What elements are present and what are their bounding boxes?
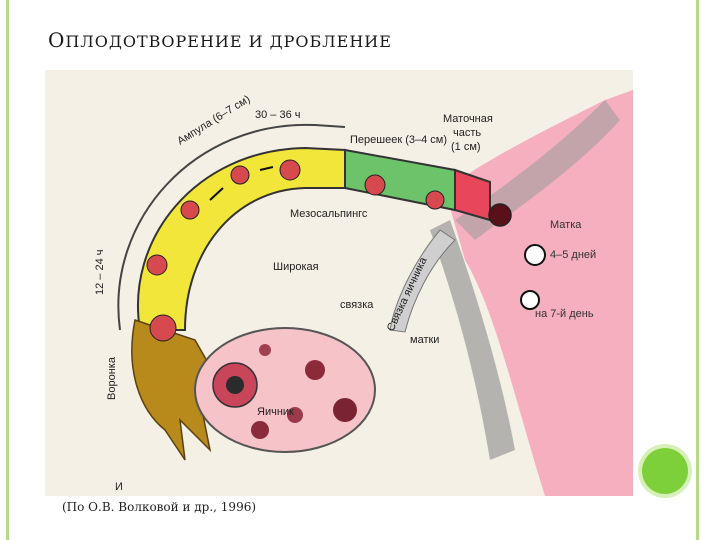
blastocyst-implanting [521,291,539,309]
follicle-small-1 [305,360,325,380]
label-days-4-5: 4–5 дней [550,249,596,261]
follicle-small-4 [259,344,271,356]
label-time-30: 30 – 36 ч [255,109,301,121]
label-time-12-24: 12 – 24 ч [94,250,106,296]
label-broad-lig-1: Широкая [273,261,319,273]
label-uterus: Матка [550,219,582,231]
blastocyst-free [525,245,545,265]
blastocyst-entering [489,204,511,226]
label-broad-lig-2: связка [340,299,374,311]
label-isthmus: Перешеек (3–4 см) [350,134,447,146]
morula-late [426,191,444,209]
label-i-letter: И [115,481,123,493]
label-uterine-part-3: (1 см) [451,141,481,153]
diagram-svg: Ампула (6–7 см) 30 – 36 ч Перешеек (3–4 … [45,70,633,496]
figure-caption: (По О.В. Волковой и др., 1996) [62,500,256,514]
follicle-small-2 [333,398,357,422]
morula-early [365,175,385,195]
label-infundibulum: Воронка [106,356,118,400]
follicle-small-5 [251,421,269,439]
embryo-2-cell [181,201,199,219]
label-uterine-part-2: часть [453,127,481,139]
slide-title: ОПЛОДОТВОРЕНИЕ И ДРОБЛЕНИЕ [48,28,392,52]
slide-frame-right [696,0,699,540]
slide-title-first-letter: О [48,28,65,52]
label-broad-lig-3: матки [410,334,439,346]
label-day-7: на 7-й день [535,308,594,320]
zygote-fertilized [147,255,167,275]
label-ovary: Яичник [257,406,294,418]
slide-nav-circle-button[interactable] [642,448,688,494]
embryo-4-cell [231,166,249,184]
oocyte-in-follicle [226,376,244,394]
slide-frame-left [6,0,9,540]
embryo-8-cell [280,160,300,180]
label-uterine-part-1: Маточная [443,113,493,125]
label-mesosalpinx: Мезосальпингс [290,208,368,220]
fertilization-diagram: Ампула (6–7 см) 30 – 36 ч Перешеек (3–4 … [45,70,633,496]
slide-title-rest: ПЛОДОТВОРЕНИЕ И ДРОБЛЕНИЕ [65,32,392,51]
zygote-ovulated [150,315,176,341]
